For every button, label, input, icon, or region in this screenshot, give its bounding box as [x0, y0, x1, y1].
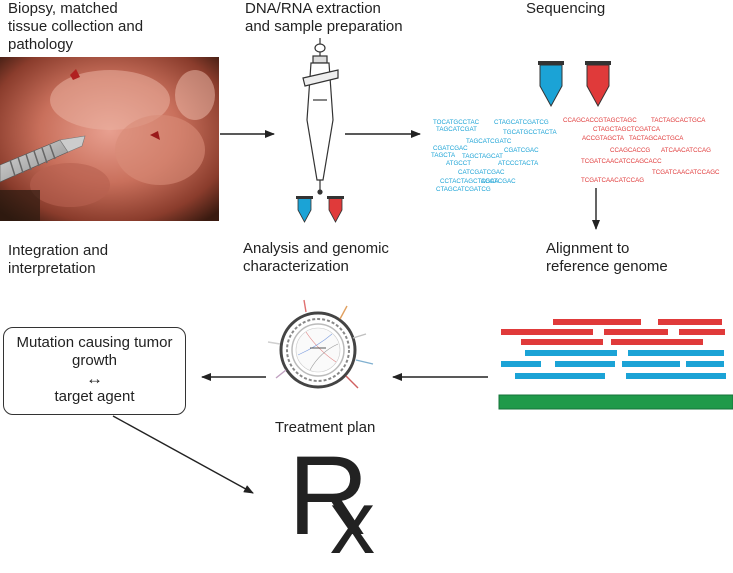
- sequence-read: TCGATCAACATCCAGCACC: [581, 158, 662, 165]
- aligned-reads: [501, 319, 726, 379]
- sequence-read: CGATCGAC: [433, 145, 468, 152]
- sequencing-label: Sequencing: [526, 0, 606, 17]
- sequence-read: CTAGCATCGATCG: [494, 119, 549, 126]
- sequence-read: CCAGCACCG: [610, 147, 650, 154]
- sequence-read: CTAGCTAGCTCGATCA: [593, 126, 661, 133]
- arrow-box-to-rx: [112, 415, 254, 494]
- sequence-read: CGATCGAC: [504, 147, 539, 154]
- sequence-read: ATCAACATCCAG: [661, 147, 711, 154]
- sample-tubes-icon: [296, 196, 344, 223]
- mutation-line-2: growth: [71, 352, 118, 369]
- sequence-read: ATCCCTACTA: [498, 160, 539, 167]
- treatment-plan-label: Treatment plan: [275, 419, 376, 436]
- sequence-read: CGATCGAC: [481, 178, 516, 185]
- sequence-read: TGCATGCCTACTA: [503, 129, 557, 136]
- rx-symbol-x: x: [330, 473, 375, 573]
- sequence-read: TAGCATCGATC: [466, 138, 512, 145]
- sequencing-tubes-icon: [538, 61, 611, 108]
- sequence-read: ATGCCT: [446, 160, 471, 167]
- sequence-read: TAGCATCGAT: [436, 126, 477, 133]
- sequence-read: TACTAGCACTGCA: [651, 117, 706, 124]
- circos-plot-icon: [267, 299, 374, 389]
- diagram-graphics: TOCATGCCTAC CTAGCATCGATCG TAGCATCGAT TGCATG…: [0, 38, 733, 494]
- sequence-read: ACCGTAGCTA: [582, 135, 625, 142]
- mutation-box: Mutation causing tumor growth ↔ target a…: [3, 327, 186, 415]
- pipette-icon: [302, 38, 339, 195]
- mutation-line-1: Mutation causing tumor: [16, 334, 173, 351]
- sequence-read: TAGCTAGCAT: [462, 153, 503, 160]
- sequence-read: TAGCTA: [431, 152, 456, 159]
- sequence-read: TCGATCAACATCCAG: [581, 177, 644, 184]
- biopsy-photo: [0, 57, 219, 221]
- sequence-read: CTAGCATCGATCG: [436, 186, 491, 193]
- reference-genome-bar: [498, 394, 733, 410]
- sequence-read: TOCATGCCTAC: [433, 119, 480, 126]
- sequence-read: TACTAGCACTGCA: [629, 135, 684, 142]
- endoscope-icon: [0, 135, 86, 183]
- rx-symbol-r: R: [288, 433, 369, 558]
- sequence-read: CCTACTAGCTAGCA: [440, 178, 499, 185]
- sequence-read: TCGATCAACATCCAGC: [652, 169, 720, 176]
- red-sequence-reads: CCAGCACCGTAGCTAGC TACTAGCACTGCA CTAGCTAGCT…: [563, 117, 720, 184]
- sequence-read: CATCGATCGAC: [458, 169, 505, 176]
- blue-sequence-reads: TOCATGCCTAC CTAGCATCGATCG TAGCATCGAT TGCATG…: [431, 119, 557, 193]
- double-arrow-icon: ↔: [86, 369, 103, 388]
- mutation-line-3: target agent: [54, 388, 135, 405]
- sequence-read: CCAGCACCGTAGCTAGC: [563, 117, 637, 124]
